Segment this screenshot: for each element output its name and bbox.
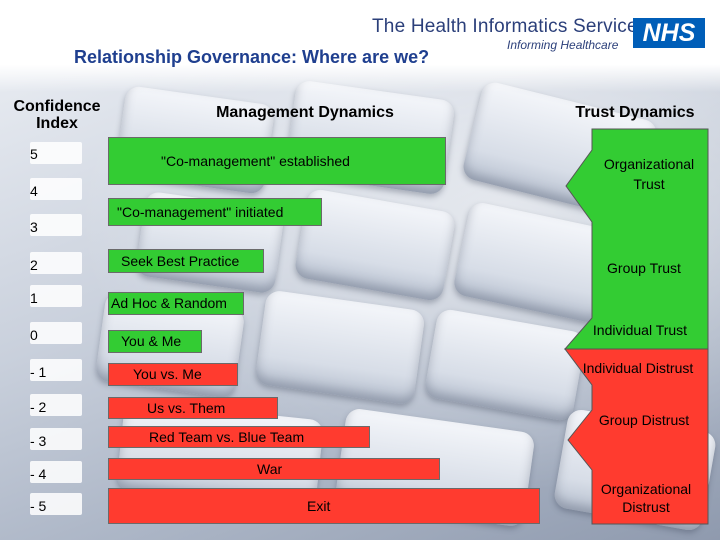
mgmt-bar-you-vs-me: You vs. Me bbox=[108, 363, 238, 386]
level-label: 1 bbox=[30, 290, 38, 306]
mgmt-bar-seek-best-practice: Seek Best Practice bbox=[108, 249, 264, 273]
trust-label-organizational-trust: Organizational Trust bbox=[603, 156, 695, 192]
trust-label-individual-distrust: Individual Distrust bbox=[582, 360, 694, 376]
level-box bbox=[30, 178, 82, 200]
level-label: 3 bbox=[30, 219, 38, 235]
level-label: - 5 bbox=[30, 498, 47, 514]
trust-label-organizational-distrust: Organizational Distrust bbox=[600, 481, 692, 515]
mgmt-bar-co-management-established: "Co-management" established bbox=[108, 137, 446, 185]
mgmt-bar-co-management-initiated: "Co-management" initiated bbox=[108, 198, 322, 226]
mgmt-bar-exit: Exit bbox=[108, 488, 540, 524]
trust-arrow-positive-shape bbox=[563, 128, 709, 350]
level-box bbox=[30, 493, 82, 515]
org-name: The Health Informatics Service bbox=[372, 16, 638, 37]
level-box bbox=[30, 394, 82, 416]
trust-label-group-distrust: Group Distrust bbox=[598, 412, 690, 428]
level-box bbox=[30, 142, 82, 164]
level-label: - 2 bbox=[30, 399, 47, 415]
level-box bbox=[30, 461, 82, 483]
nhs-logo: NHS bbox=[633, 18, 705, 48]
trust-arrow-negative-shape bbox=[564, 348, 709, 525]
level-label: 0 bbox=[30, 327, 38, 343]
trust-dynamics-heading: Trust Dynamics bbox=[575, 104, 695, 121]
slide-title: Relationship Governance: Where are we? bbox=[74, 47, 430, 67]
header-band bbox=[0, 0, 720, 92]
level-box bbox=[30, 428, 82, 450]
level-box bbox=[30, 214, 82, 236]
level-label: 2 bbox=[30, 257, 38, 273]
level-box bbox=[30, 252, 82, 274]
confidence-index-heading: Confidence Index bbox=[13, 98, 101, 132]
mgmt-bar-us-vs-them: Us vs. Them bbox=[108, 397, 278, 419]
level-label: - 3 bbox=[30, 433, 47, 449]
trust-label-individual-trust: Individual Trust bbox=[592, 322, 688, 338]
level-label: 5 bbox=[30, 146, 38, 162]
level-box bbox=[30, 359, 82, 381]
trust-label-group-trust: Group Trust bbox=[607, 260, 681, 276]
level-box bbox=[30, 285, 82, 307]
level-box bbox=[30, 322, 82, 344]
mgmt-bar-war: War bbox=[108, 458, 440, 480]
level-label: - 4 bbox=[30, 466, 47, 482]
level-label: - 1 bbox=[30, 364, 47, 380]
level-label: 4 bbox=[30, 183, 38, 199]
management-dynamics-heading: Management Dynamics bbox=[216, 104, 394, 121]
tagline: Informing Healthcare bbox=[507, 38, 619, 52]
mgmt-bar-you-and-me: You & Me bbox=[108, 330, 202, 353]
mgmt-bar-red-vs-blue: Red Team vs. Blue Team bbox=[108, 426, 370, 448]
mgmt-bar-ad-hoc-random: Ad Hoc & Random bbox=[108, 292, 244, 315]
